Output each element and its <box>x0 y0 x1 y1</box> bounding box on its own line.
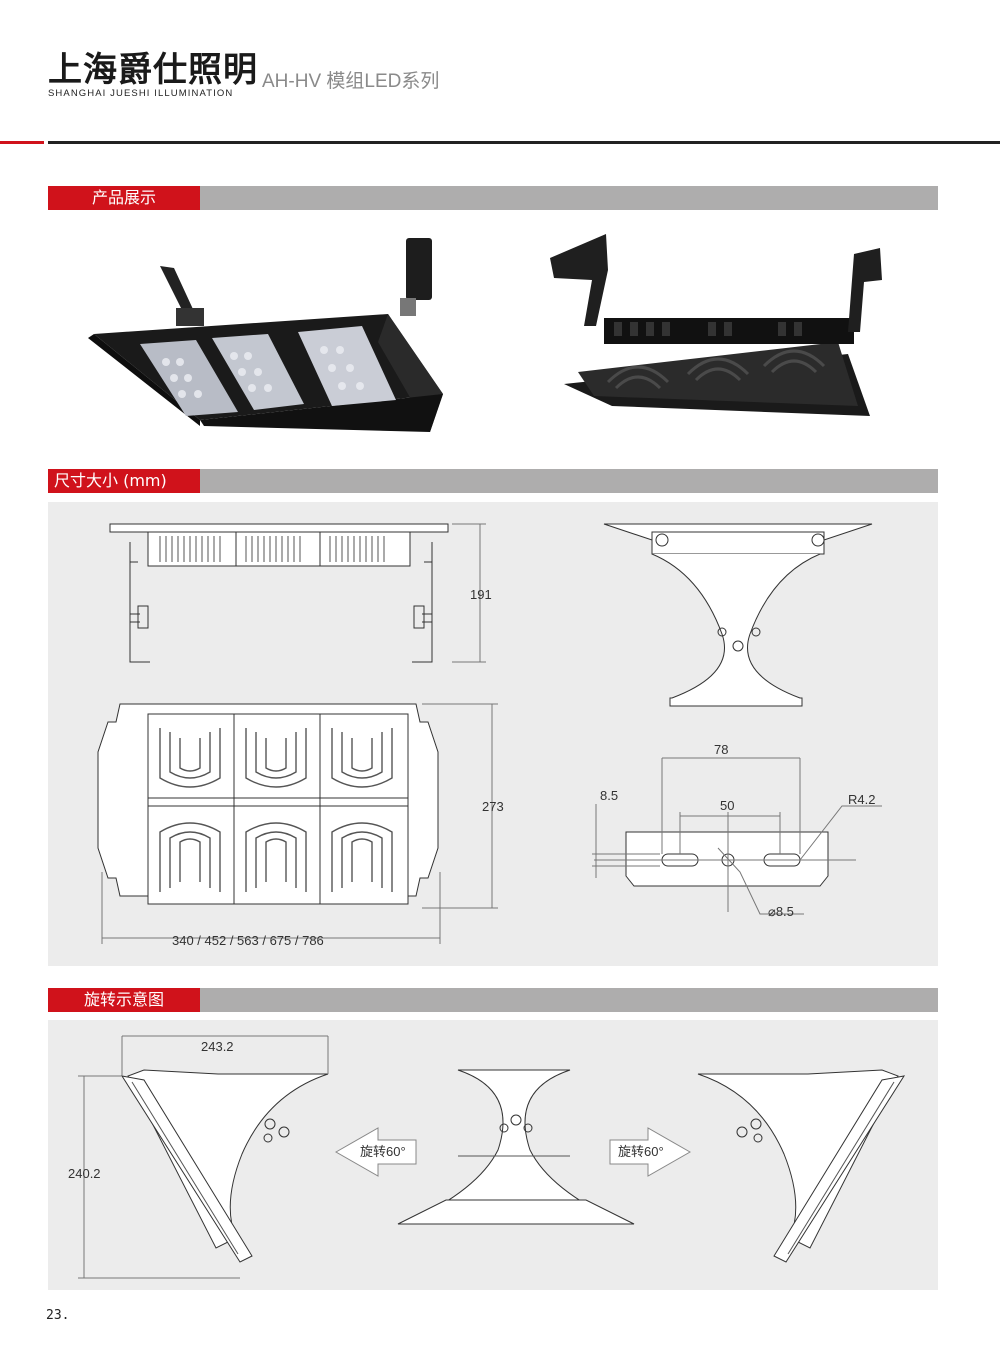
header-rule <box>48 141 1000 144</box>
side-view-drawing <box>109 523 486 663</box>
section-bar-rotation: 旋转示意图 <box>48 988 938 1012</box>
top-view-drawing <box>97 703 498 944</box>
section-bar-size: 尺寸大小 (mm) <box>48 469 938 493</box>
dim-bracket-50: 50 <box>720 798 734 813</box>
rotate-right-label: 旋转60° <box>618 1144 664 1159</box>
section-title-product: 产品展示 <box>48 186 200 210</box>
rotation-left-drawing <box>78 1035 329 1279</box>
rotate-right-arrow <box>609 1127 692 1177</box>
product-photo-front <box>88 238 443 432</box>
dim-length-options: 340 / 452 / 563 / 675 / 786 <box>172 933 324 948</box>
dim-bracket-8-5: 8.5 <box>600 788 618 803</box>
rotate-left-arrow <box>334 1127 417 1177</box>
size-drawings: 191 273 340 / 452 / 563 / 675 / 786 <box>97 523 882 948</box>
rotation-drawings: 243.2 240.2 旋转60° 旋转60° <box>68 1035 906 1279</box>
brand-logo-cn: 上海爵仕照明 <box>48 50 258 90</box>
rotate-left-label: 旋转60° <box>360 1144 406 1159</box>
page-number: 23. <box>46 1308 70 1323</box>
section-title-rotation: 旋转示意图 <box>48 988 200 1012</box>
end-view-drawing <box>603 523 873 707</box>
dim-bracket-radius: R4.2 <box>848 792 875 807</box>
section-bar-product: 产品展示 <box>48 186 938 210</box>
dim-rotation-width: 243.2 <box>201 1039 234 1054</box>
dim-rotation-height: 240.2 <box>68 1166 101 1181</box>
rotation-right-drawing <box>697 1069 906 1263</box>
bracket-detail-drawing <box>592 757 882 915</box>
section-title-size: 尺寸大小 (mm) <box>48 469 200 493</box>
dim-height-top: 273 <box>482 799 504 814</box>
brand-logo-en: SHANGHAI JUESHI ILLUMINATION <box>48 88 234 99</box>
dim-bracket-78: 78 <box>714 742 728 757</box>
dim-bracket-diameter: ⌀8.5 <box>768 904 794 919</box>
header-rule-accent <box>0 141 44 144</box>
rotation-center-drawing <box>397 1069 635 1225</box>
series-title: AH-HV 模组LED系列 <box>262 71 440 92</box>
product-photos <box>88 234 882 432</box>
product-photo-back <box>550 234 882 416</box>
dim-height-side: 191 <box>470 587 492 602</box>
